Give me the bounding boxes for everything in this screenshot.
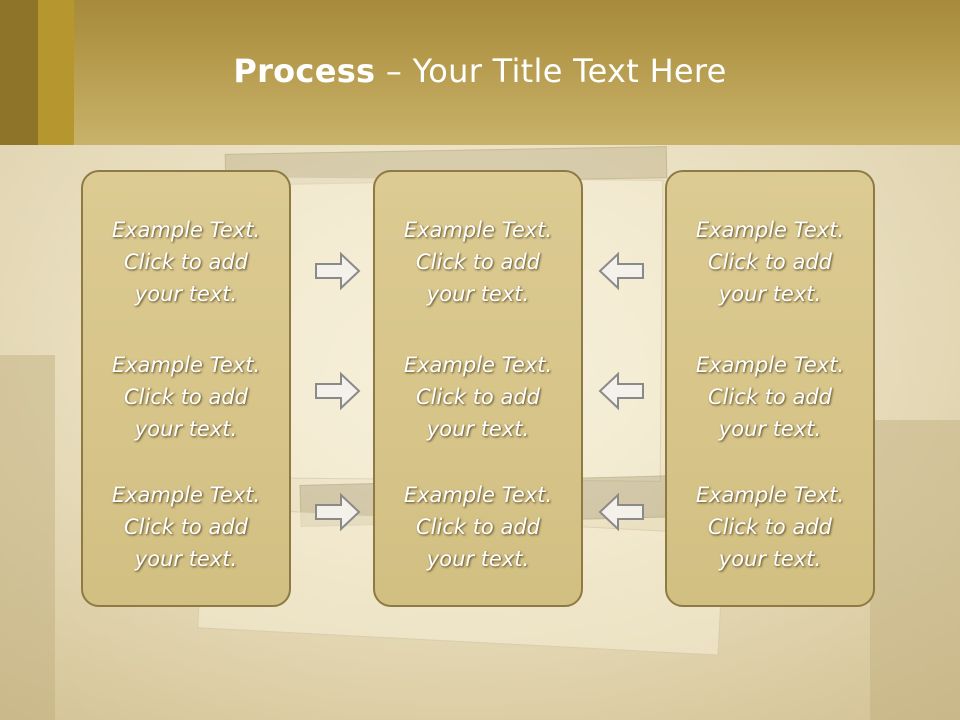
process-box-center[interactable]: Example Text. Click to add your text. Ex… <box>373 170 583 607</box>
text-line: Example Text. <box>111 218 261 242</box>
text-line: your text. <box>426 547 530 571</box>
text-block[interactable]: Example Text. Click to add your text. <box>375 479 581 575</box>
arrow-right-icon[interactable] <box>313 371 363 411</box>
text-line: Example Text. <box>403 483 553 507</box>
process-box-left[interactable]: Example Text. Click to add your text. Ex… <box>81 170 291 607</box>
text-block[interactable]: Example Text. Click to add your text. <box>83 214 289 310</box>
title-band <box>0 0 960 145</box>
text-line: Example Text. <box>111 353 261 377</box>
text-line: Example Text. <box>695 483 845 507</box>
text-line: Example Text. <box>695 353 845 377</box>
text-line: Click to add <box>123 385 248 409</box>
text-block[interactable]: Example Text. Click to add your text. <box>667 214 873 310</box>
text-line: Click to add <box>123 250 248 274</box>
text-block[interactable]: Example Text. Click to add your text. <box>667 479 873 575</box>
text-block[interactable]: Example Text. Click to add your text. <box>83 479 289 575</box>
text-block[interactable]: Example Text. Click to add your text. <box>375 349 581 445</box>
arrow-left-icon[interactable] <box>596 492 646 532</box>
arrow-right-icon[interactable] <box>313 251 363 291</box>
text-line: Click to add <box>415 385 540 409</box>
text-block[interactable]: Example Text. Click to add your text. <box>667 349 873 445</box>
background-paper <box>0 355 55 720</box>
text-line: your text. <box>426 417 530 441</box>
text-line: your text. <box>718 282 822 306</box>
text-line: your text. <box>134 417 238 441</box>
process-box-right[interactable]: Example Text. Click to add your text. Ex… <box>665 170 875 607</box>
text-line: Example Text. <box>403 218 553 242</box>
text-line: Example Text. <box>695 218 845 242</box>
arrow-left-icon[interactable] <box>596 371 646 411</box>
title-rest: – Your Title Text Here <box>375 52 727 90</box>
text-line: your text. <box>718 417 822 441</box>
text-line: Click to add <box>707 515 832 539</box>
background-paper <box>870 420 960 720</box>
text-line: Click to add <box>707 250 832 274</box>
text-block[interactable]: Example Text. Click to add your text. <box>375 214 581 310</box>
slide-title[interactable]: Process – Your Title Text Here <box>0 52 960 90</box>
accent-stripe <box>38 0 74 145</box>
text-line: your text. <box>718 547 822 571</box>
arrow-right-icon[interactable] <box>313 492 363 532</box>
title-bold: Process <box>233 52 376 90</box>
text-line: Example Text. <box>111 483 261 507</box>
arrow-left-icon[interactable] <box>596 251 646 291</box>
text-line: your text. <box>134 282 238 306</box>
accent-stripe <box>0 0 38 145</box>
text-line: Click to add <box>415 515 540 539</box>
text-line: your text. <box>134 547 238 571</box>
text-line: Click to add <box>707 385 832 409</box>
text-line: Click to add <box>415 250 540 274</box>
text-block[interactable]: Example Text. Click to add your text. <box>83 349 289 445</box>
text-line: Click to add <box>123 515 248 539</box>
text-line: Example Text. <box>403 353 553 377</box>
text-line: your text. <box>426 282 530 306</box>
